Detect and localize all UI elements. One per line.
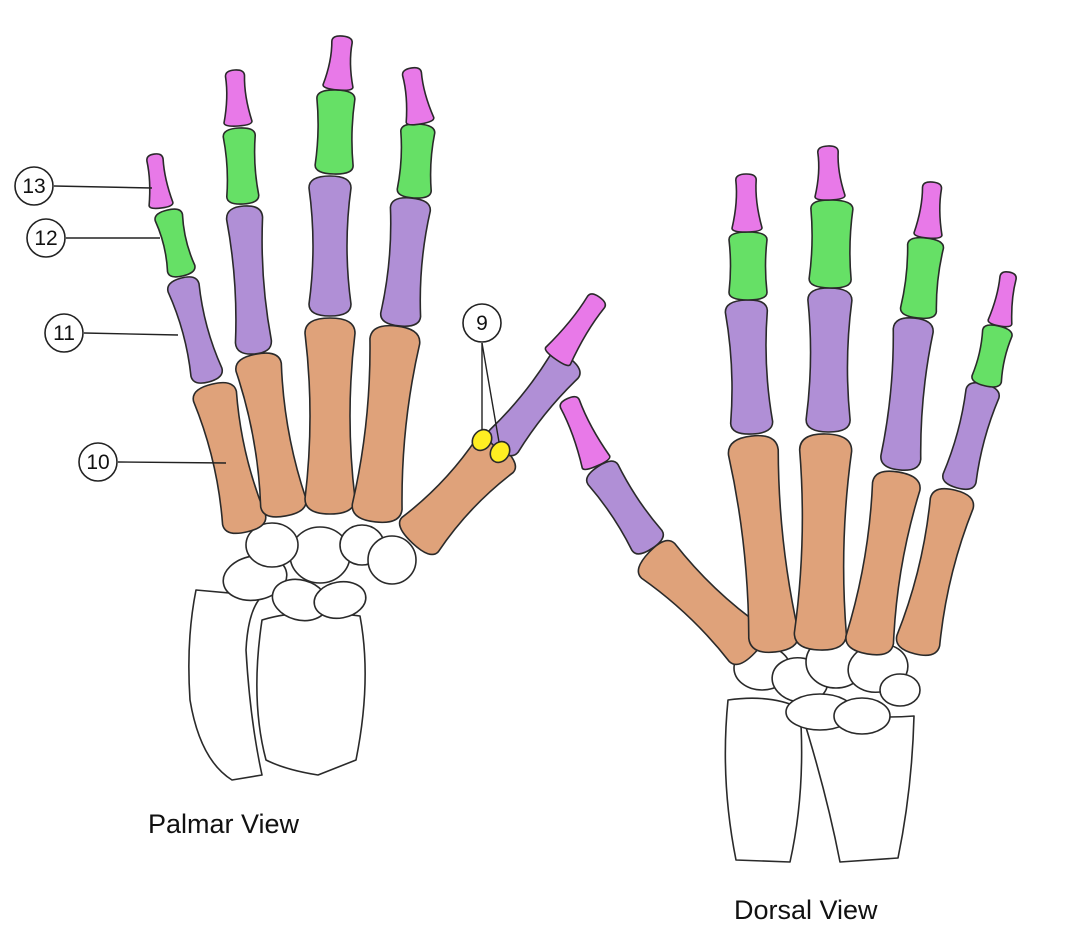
palmar-middle-phalanx-5 bbox=[154, 208, 196, 278]
callout-leader-line bbox=[53, 185, 153, 189]
dorsal-distal-phalanx-4 bbox=[913, 181, 943, 240]
palmar-middle-phalanx-3 bbox=[314, 89, 356, 175]
callout-leader-line bbox=[117, 461, 227, 464]
palmar-distal-phalanx-4 bbox=[223, 69, 253, 127]
dorsal-proximal-phalanx-1 bbox=[585, 460, 665, 555]
dorsal-proximal-phalanx-2 bbox=[724, 299, 774, 435]
callout-circle bbox=[44, 313, 84, 353]
callout-leader-line bbox=[481, 342, 500, 443]
palmar-proximal-phalanx-3 bbox=[308, 175, 352, 317]
dorsal-distal-phalanx-1 bbox=[559, 395, 611, 471]
callout-11: 11 bbox=[44, 313, 179, 353]
callout-circle bbox=[26, 218, 66, 258]
palmar-carpal-pisiform bbox=[245, 522, 299, 568]
dorsal-carpal-triquetrum bbox=[879, 673, 921, 707]
palmar-middle-phalanx-4 bbox=[222, 127, 260, 205]
callout-10: 10 bbox=[78, 442, 227, 482]
dorsal-middle-phalanx-5 bbox=[971, 324, 1013, 388]
palmar-view-caption: Palmar View bbox=[148, 809, 300, 839]
callout-number: 11 bbox=[53, 322, 75, 345]
palmar-radius bbox=[256, 612, 366, 776]
callout-number: 12 bbox=[34, 227, 57, 250]
dorsal-distal-phalanx-3 bbox=[814, 145, 846, 201]
callout-number: 10 bbox=[86, 451, 109, 474]
dorsal-proximal-phalanx-5 bbox=[942, 381, 1000, 491]
palmar-distal-phalanx-1 bbox=[544, 293, 607, 367]
dorsal-metacarpal-3 bbox=[793, 433, 853, 651]
dorsal-middle-phalanx-3 bbox=[808, 199, 854, 289]
palmar-metacarpal-3 bbox=[304, 317, 356, 515]
palmar-proximal-phalanx-5 bbox=[166, 276, 224, 384]
palmar-metacarpal-2 bbox=[351, 324, 421, 524]
dorsal-distal-phalanx-2 bbox=[731, 173, 763, 233]
callout-circle bbox=[78, 442, 118, 482]
palmar-distal-phalanx-5 bbox=[146, 153, 174, 210]
callout-9: 9 bbox=[462, 303, 502, 443]
callouts-layer: 13 12 11 10 9 bbox=[14, 166, 502, 482]
palmar-ulna bbox=[188, 589, 263, 781]
dorsal-middle-phalanx-4 bbox=[899, 236, 945, 320]
sesamoid-bone-lateral bbox=[471, 428, 493, 452]
palmar-carpal-lunate bbox=[313, 580, 367, 620]
dorsal-ulna bbox=[724, 697, 803, 863]
palmar-carpal-trapezium bbox=[367, 535, 417, 585]
dorsal-proximal-phalanx-3 bbox=[805, 287, 853, 433]
dorsal-metacarpal-4 bbox=[845, 470, 921, 656]
callout-leader-line bbox=[83, 332, 179, 336]
dorsal-middle-phalanx-2 bbox=[728, 231, 768, 301]
bones-layer bbox=[146, 35, 1017, 863]
dorsal-carpal-lunate bbox=[833, 697, 891, 735]
callout-circle bbox=[14, 166, 54, 206]
callout-circle bbox=[462, 303, 502, 343]
callout-13: 13 bbox=[14, 166, 153, 206]
sesamoid-bone-medial bbox=[489, 440, 511, 464]
callout-number: 9 bbox=[476, 312, 488, 335]
dorsal-view-caption: Dorsal View bbox=[734, 895, 878, 925]
palmar-middle-phalanx-2 bbox=[396, 123, 436, 199]
dorsal-distal-phalanx-5 bbox=[987, 271, 1017, 328]
dorsal-metacarpal-5 bbox=[895, 487, 975, 657]
dorsal-proximal-phalanx-4 bbox=[880, 316, 934, 472]
palmar-proximal-phalanx-2 bbox=[379, 196, 432, 328]
palmar-distal-phalanx-2 bbox=[401, 66, 435, 126]
callout-number: 13 bbox=[22, 175, 45, 198]
palmar-carpal-capitate bbox=[289, 526, 351, 584]
callout-12: 12 bbox=[26, 218, 160, 258]
palmar-proximal-phalanx-4 bbox=[225, 205, 273, 355]
palmar-distal-phalanx-3 bbox=[322, 35, 354, 92]
